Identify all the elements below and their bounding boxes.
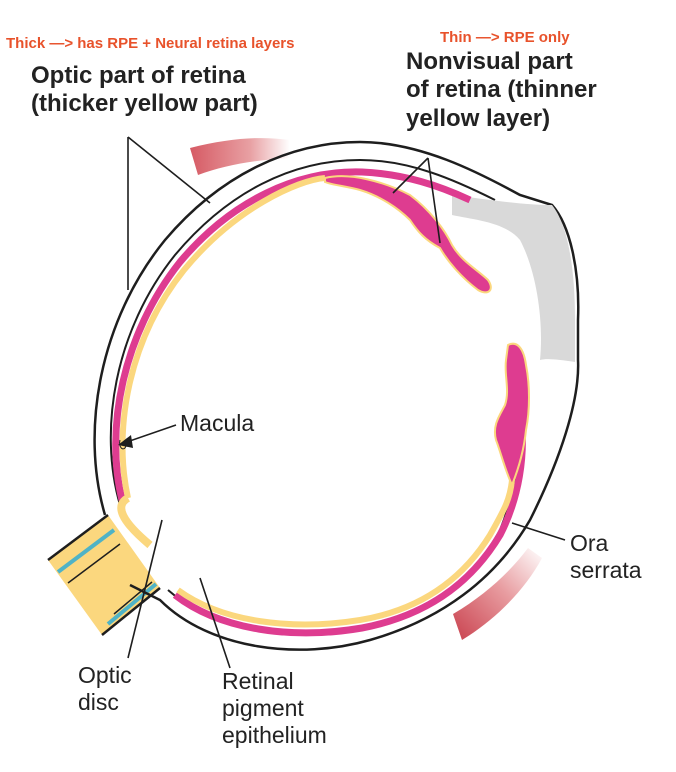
sclera-gray-region: [452, 195, 575, 362]
nonvisual-part-label: Nonvisual part of retina (thinner yellow…: [406, 48, 597, 132]
muscle-top: [190, 138, 290, 175]
muscle-bottom: [453, 548, 542, 640]
nonvisual-lower: [494, 342, 530, 488]
optic-nerve: [47, 514, 161, 636]
macula-label: Macula: [180, 410, 255, 436]
optic-disc-label: Optic disc: [78, 662, 132, 716]
nonvisual-upper: [324, 175, 492, 294]
ora-serrata-label: Ora serrata: [570, 530, 642, 584]
thick-retina-annotation: Thick —> has RPE + Neural retina layers: [6, 35, 295, 52]
retina-yellow: [117, 175, 515, 628]
rpe-label: Retinal pigment epithelium: [222, 668, 327, 749]
rpe-layer: [112, 168, 526, 637]
macula-arrowhead: [118, 435, 133, 448]
leader-lines: [123, 136, 566, 669]
thin-retina-annotation: Thin —> RPE only: [440, 29, 570, 46]
optic-part-label: Optic part of retina (thicker yellow par…: [31, 62, 258, 118]
